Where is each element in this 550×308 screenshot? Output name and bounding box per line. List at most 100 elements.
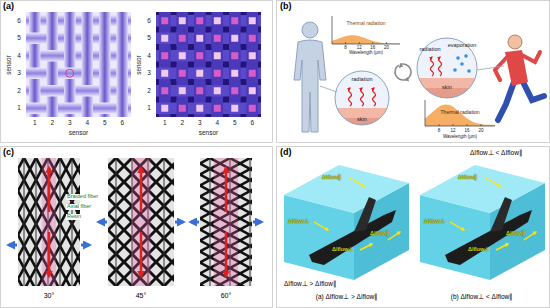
sensor-node <box>231 87 238 94</box>
fiber-strand <box>229 12 241 30</box>
sweat-drop <box>453 68 457 72</box>
skin-layer <box>335 118 389 172</box>
wing-fin <box>490 197 512 232</box>
fiber-strand <box>247 12 259 117</box>
fiber-strand <box>29 12 41 30</box>
sensor-node <box>214 52 221 59</box>
axis-title: sensor <box>199 130 219 137</box>
sensor-node <box>214 105 221 112</box>
sensor-node <box>196 70 203 77</box>
lattice-cell <box>80 227 81 243</box>
wing-fin <box>354 197 376 232</box>
fiber-strand <box>212 30 224 48</box>
lattice-cell <box>118 280 130 286</box>
fiber-strand <box>117 30 129 48</box>
cycle-arrow <box>395 65 405 80</box>
lattice-cell <box>108 200 114 212</box>
sensor-node <box>214 70 221 77</box>
fiber-strand <box>47 65 59 83</box>
part-label: Resin <box>66 214 82 220</box>
axis-number: 2 <box>17 87 21 94</box>
sensor-node <box>249 87 256 94</box>
fiber-strand <box>26 103 131 115</box>
sweat-drop <box>460 62 464 66</box>
tick-label: 16 <box>370 45 375 50</box>
condition-label: ΔIflow⊥ < ΔIflow∥ <box>470 150 523 157</box>
skin-layer <box>335 108 389 162</box>
axis-number: 6 <box>147 17 151 24</box>
magnified-skin <box>335 71 389 172</box>
tension-arrow <box>48 232 51 276</box>
lattice-cell <box>118 232 130 244</box>
sensor-node <box>249 35 256 42</box>
flow-block <box>284 165 409 280</box>
tick <box>372 42 373 44</box>
sensor-node <box>231 105 238 112</box>
axis-number: 1 <box>163 120 167 127</box>
sensor-node <box>214 17 221 24</box>
lattice-cell <box>243 192 252 200</box>
lattice-cell <box>200 264 207 272</box>
fiber-strand <box>117 100 129 118</box>
axial-fiber <box>60 158 61 286</box>
lattice-cell <box>74 172 80 188</box>
cycle-arrows <box>395 64 411 80</box>
flow-label: ΔIflow∥ <box>458 174 477 180</box>
part-label: Braided fiber <box>66 194 99 200</box>
leg <box>522 80 544 100</box>
panel-label: (c) <box>3 148 14 157</box>
fiber-strand <box>117 65 129 83</box>
lattice-cell <box>200 220 207 228</box>
fiber-strand <box>156 50 261 62</box>
fiber-strand <box>26 50 131 62</box>
lattice-cell <box>200 231 207 239</box>
lateral-arrow <box>99 221 107 224</box>
skin-layer <box>417 78 477 138</box>
arm <box>495 56 508 80</box>
fiber-strand <box>64 82 76 100</box>
lattice-cell <box>74 260 80 276</box>
tension-arrow <box>140 168 143 212</box>
lattice-cell <box>150 200 162 212</box>
sensor-node <box>196 17 203 24</box>
lattice-cell <box>18 172 22 188</box>
fiber-strand <box>64 12 76 30</box>
fiber-strand <box>159 47 171 65</box>
tick <box>386 42 387 44</box>
subfigure-caption: (b) ΔIflow⊥ < ΔIflow∥ <box>451 294 514 301</box>
sensor-node <box>161 52 168 59</box>
axis-number: 1 <box>17 105 21 112</box>
lattice-panel <box>173 148 298 299</box>
lattice-cell <box>18 194 22 210</box>
sensor-grid <box>156 12 261 117</box>
tick-label: 8 <box>344 45 347 50</box>
sensor-marker <box>66 69 74 77</box>
lattice-cell <box>118 200 130 212</box>
fiber-strand <box>99 82 111 100</box>
lattice-cell <box>108 158 114 164</box>
fiber-strand <box>82 100 94 118</box>
fiber-strand <box>229 12 241 117</box>
fiber-strand <box>156 15 261 27</box>
tick-label: 12 <box>357 45 362 50</box>
lattice-cell <box>243 214 252 222</box>
stress-column <box>214 158 238 286</box>
tension-arrow <box>48 168 51 212</box>
sensor-node <box>179 70 186 77</box>
fiber-strand <box>247 65 259 83</box>
tension-arrow <box>225 168 228 212</box>
fiber-strand <box>177 12 189 117</box>
condition-label: ΔIflow⊥ > ΔIflow∥ <box>284 281 337 288</box>
axis-number: 4 <box>85 120 89 127</box>
panel-frame <box>1 1 273 143</box>
sensor-grid <box>26 12 131 117</box>
lattice-cell <box>243 236 252 244</box>
fiber-strand <box>212 100 224 118</box>
lattice-cell <box>166 232 174 244</box>
flow-label: ΔIflow⊥ <box>468 246 489 252</box>
lateral-arrow <box>81 244 89 247</box>
lattice-cell <box>18 216 22 232</box>
cycle-arrow <box>401 64 411 79</box>
lattice-cell <box>243 181 252 189</box>
